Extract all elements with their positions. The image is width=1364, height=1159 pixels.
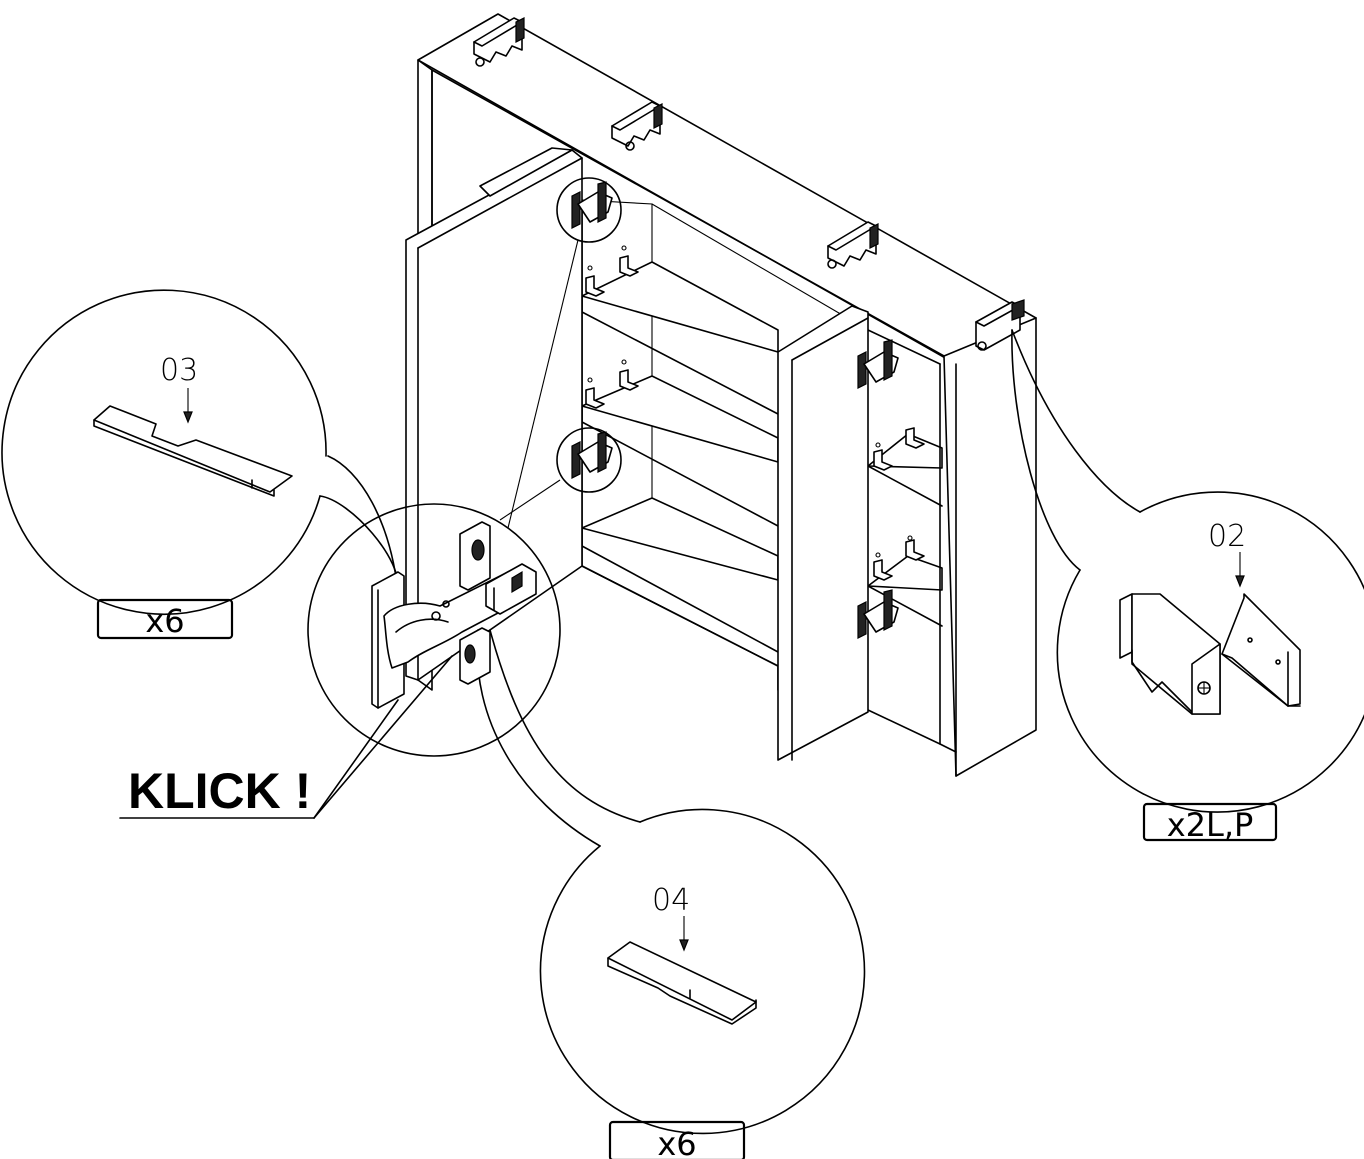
left-door [405, 147, 583, 681]
bracket-icon [611, 101, 663, 151]
bracket-icon [975, 299, 1025, 351]
klick-callout: KLICK ! [119, 655, 453, 819]
part-04-number: 04 [652, 883, 690, 918]
qty-03-box [96, 598, 234, 640]
door-hinges [571, 181, 899, 639]
part-03-number: 03 [160, 353, 198, 388]
hinge-icon [857, 589, 899, 639]
bracket-icon [1221, 593, 1301, 707]
part-02-number: 02 [1208, 519, 1246, 554]
shelf-supports [585, 255, 925, 581]
bracket-icon [827, 221, 879, 269]
middle-door [777, 305, 869, 761]
shelf-pin-holes [587, 245, 913, 558]
part-02-detail: 02 x2L,P [1056, 491, 1364, 844]
qty-02-box [1142, 802, 1278, 842]
qty-04-box [608, 1120, 746, 1159]
hinge-icon [571, 431, 613, 479]
cabinet-right-side [943, 317, 1037, 777]
plate-icon [93, 405, 293, 497]
plate-icon [607, 941, 757, 1025]
top-brackets [473, 17, 1025, 351]
hinge-icon [857, 339, 899, 389]
part-04-detail: 04 x6 [539, 808, 866, 1159]
qty-03-label: x6 [145, 602, 184, 640]
bracket-icon [1119, 593, 1221, 715]
hinge-icon [371, 521, 537, 709]
hinge-detail-marker-top [556, 177, 622, 243]
bracket-icon [473, 17, 525, 67]
hinge-zoom-circle [307, 503, 561, 757]
part-03-detail: 03 x6 [1, 289, 327, 640]
hinge-icon [571, 181, 613, 229]
hinge-detail-marker-bottom [556, 427, 622, 493]
qty-02-label: x2L,P [1167, 806, 1254, 844]
klick-label: KLICK ! [128, 763, 311, 819]
qty-04-label: x6 [657, 1125, 696, 1159]
